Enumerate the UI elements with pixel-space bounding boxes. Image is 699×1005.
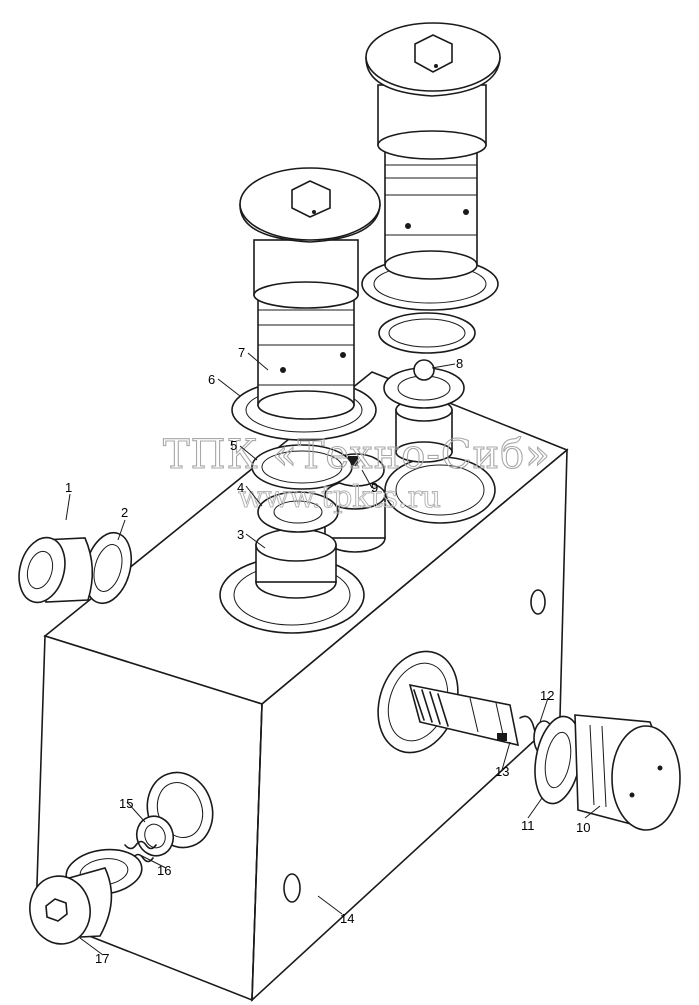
watermark-brand: ТПК «Техно-Сиб» (163, 432, 551, 478)
label-part-15: 15 (119, 796, 133, 811)
label-part-13: 13 (495, 764, 509, 779)
watermark: ТПК «Техно-Сиб» www.tpkts.ru (162, 431, 551, 515)
label-part-6: 6 (208, 372, 215, 387)
right-plug-assembly (408, 683, 681, 831)
label-part-17: 17 (95, 951, 109, 966)
leader-lines (65, 352, 601, 956)
cartridge-right (324, 22, 501, 553)
cartridge-left (231, 167, 381, 599)
label-part-2: 2 (121, 505, 128, 520)
label-part-4: 4 (237, 480, 244, 495)
label-part-10: 10 (576, 820, 590, 835)
plug-1-and-washer-2 (18, 531, 133, 605)
front-plug-assembly (29, 815, 175, 945)
part-labels: 1 2 3 4 5 6 7 8 9 10 11 12 13 14 15 16 1… (65, 345, 590, 966)
label-part-1: 1 (65, 480, 72, 495)
label-part-11: 11 (521, 818, 535, 833)
label-part-12: 12 (540, 688, 554, 703)
label-part-7: 7 (238, 345, 245, 360)
label-part-8: 8 (456, 356, 463, 371)
label-part-16: 16 (157, 863, 171, 878)
label-part-9: 9 (371, 480, 378, 495)
label-part-3: 3 (237, 527, 244, 542)
label-part-5: 5 (230, 438, 237, 453)
watermark-site: www.tpkts.ru (238, 480, 441, 515)
label-part-14: 14 (340, 911, 354, 926)
